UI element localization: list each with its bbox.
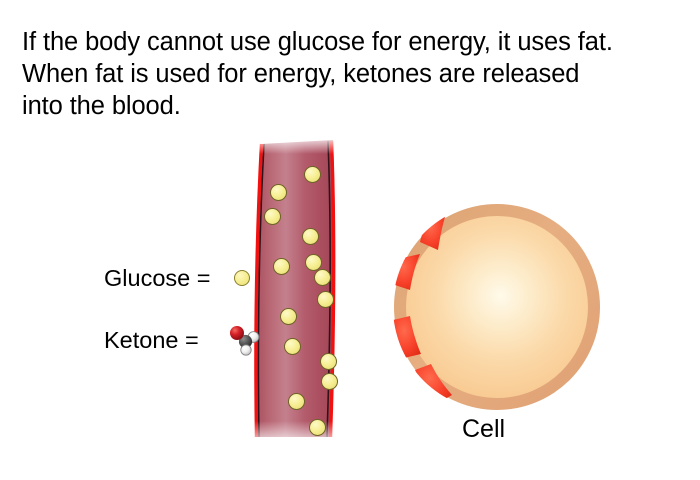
glucose-molecule [264, 208, 281, 225]
glucose-molecule [305, 254, 322, 271]
legend-label-glucose: Glucose = [104, 265, 211, 291]
caption-text: If the body cannot use glucose for energ… [22, 26, 682, 122]
glucose-molecule [280, 308, 297, 325]
cell-receptor-2 [393, 254, 420, 290]
ketone-atom-oxygen [230, 326, 244, 340]
legend: Glucose = Ketone = [104, 266, 274, 390]
cell-cytoplasm [406, 216, 588, 398]
ketone-atom-hydrogen-bottom [240, 344, 252, 356]
vessel-edge-right [328, 140, 336, 438]
glucose-molecule-group [250, 138, 350, 443]
glucose-molecule [309, 419, 326, 436]
glucose-molecule [317, 291, 334, 308]
glucose-molecule [320, 353, 337, 370]
vessel-edge-left [254, 143, 264, 438]
legend-row-glucose: Glucose = [104, 266, 274, 328]
ketone-atom-carbon [238, 334, 253, 349]
glucose-molecule [314, 269, 331, 286]
glucose-molecule [304, 166, 321, 183]
cell-receptor-group [393, 214, 452, 404]
ketone-molecule-icon [230, 326, 260, 356]
glucose-molecule [302, 228, 319, 245]
glucose-molecule [284, 338, 301, 355]
cell-label: Cell [462, 415, 506, 443]
glucose-molecule [288, 393, 305, 410]
legend-row-ketone: Ketone = [104, 326, 274, 390]
caption-line-3: into the blood. [22, 92, 181, 120]
cell [393, 204, 600, 410]
caption-line-2: When fat is used for energy, ketones are… [22, 60, 580, 88]
glucose-molecule [273, 258, 290, 275]
vessel-top-fade [250, 138, 350, 154]
cell-receptor-4 [415, 364, 452, 404]
glucose-molecule [270, 184, 287, 201]
legend-label-ketone: Ketone = [104, 327, 199, 353]
caption-line-1: If the body cannot use glucose for energ… [22, 28, 613, 56]
vessel-inner-outline-left [257, 143, 265, 438]
glucose-circle-icon [234, 270, 250, 286]
glucose-molecule [321, 373, 338, 390]
